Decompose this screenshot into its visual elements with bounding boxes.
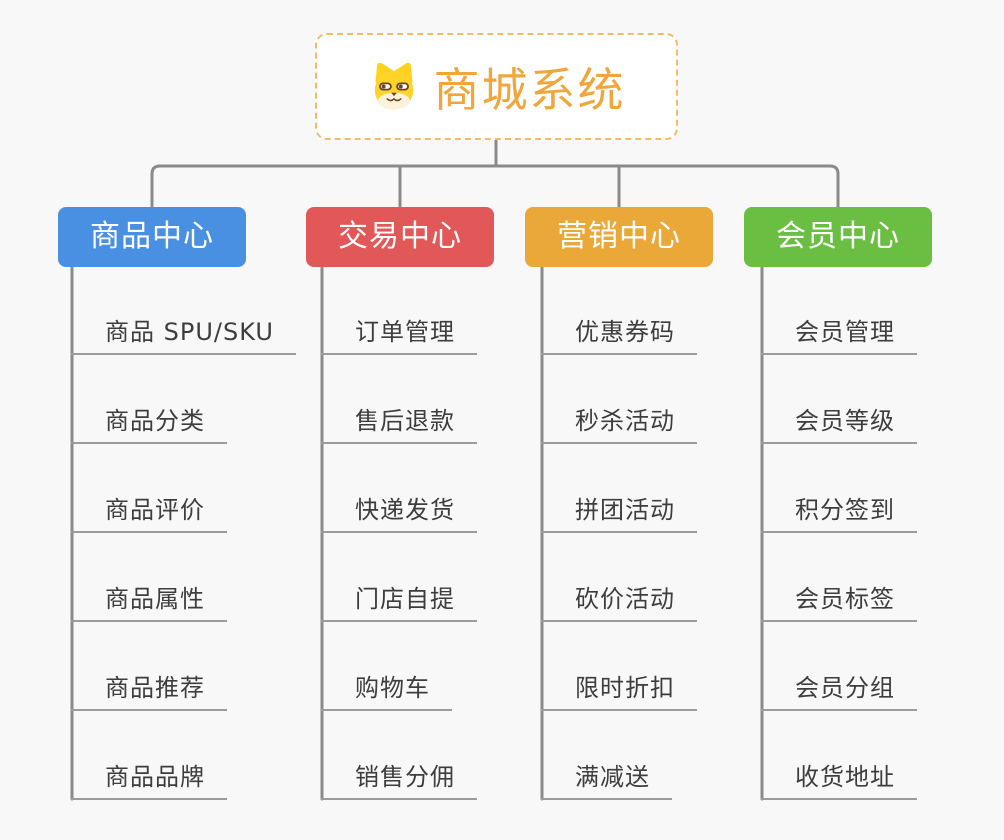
leaf-node[interactable]: 售后退款 <box>321 404 477 444</box>
branch-node-product-center[interactable]: 商品中心 <box>58 207 246 267</box>
leaf-node[interactable]: 快递发货 <box>321 493 477 533</box>
leaf-node[interactable]: 积分签到 <box>761 493 917 533</box>
shiba-dog-icon <box>368 61 420 113</box>
root-title: 商城系统 <box>433 62 626 117</box>
leaf-node[interactable]: 门店自提 <box>321 582 477 622</box>
leaf-node[interactable]: 满减送 <box>541 760 672 800</box>
leaf-node[interactable]: 商品属性 <box>71 582 227 622</box>
leaf-node[interactable]: 商品分类 <box>71 404 227 444</box>
leaf-node[interactable]: 购物车 <box>321 671 452 711</box>
branch-node-member-center[interactable]: 会员中心 <box>744 207 932 267</box>
leaf-node[interactable]: 会员分组 <box>761 671 917 711</box>
leaf-node[interactable]: 商品评价 <box>71 493 227 533</box>
leaf-node[interactable]: 砍价活动 <box>541 582 697 622</box>
leaf-node[interactable]: 优惠券码 <box>541 315 697 355</box>
leaf-node[interactable]: 销售分佣 <box>321 760 477 800</box>
branch-node-trade-center[interactable]: 交易中心 <box>306 207 494 267</box>
leaf-node[interactable]: 拼团活动 <box>541 493 697 533</box>
leaf-node[interactable]: 订单管理 <box>321 315 477 355</box>
leaf-node[interactable]: 会员等级 <box>761 404 917 444</box>
leaf-node[interactable]: 收货地址 <box>761 760 917 800</box>
connector-bus <box>150 164 840 209</box>
leaf-node[interactable]: 会员标签 <box>761 582 917 622</box>
root-node[interactable]: 商城系统 <box>315 33 678 140</box>
branch-node-marketing-center[interactable]: 营销中心 <box>525 207 713 267</box>
leaf-node[interactable]: 商品品牌 <box>71 760 227 800</box>
leaf-node[interactable]: 会员管理 <box>761 315 917 355</box>
leaf-node[interactable]: 商品推荐 <box>71 671 227 711</box>
leaf-node[interactable]: 限时折扣 <box>541 671 697 711</box>
leaf-node[interactable]: 秒杀活动 <box>541 404 697 444</box>
leaf-node[interactable]: 商品 SPU/SKU <box>71 315 296 355</box>
